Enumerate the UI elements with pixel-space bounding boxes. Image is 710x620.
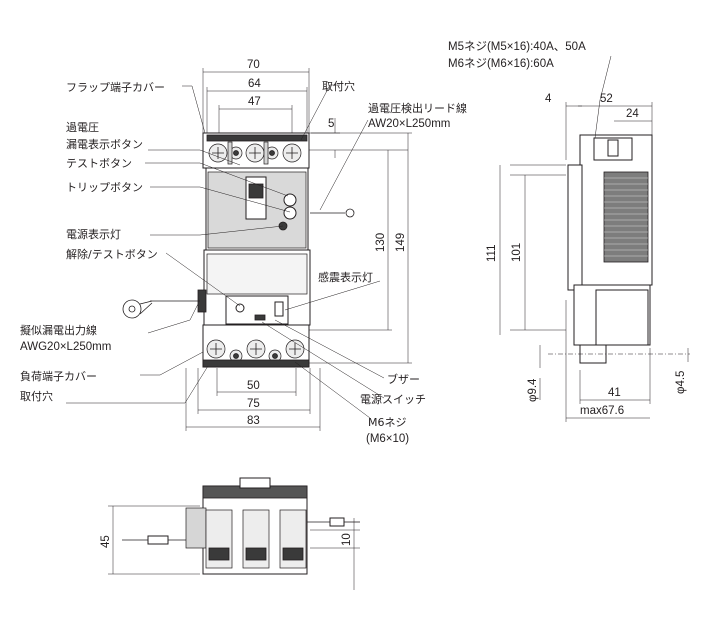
dim-47: 47 xyxy=(248,96,261,108)
m5-screw-label: M5ネジ(M5×16):40A、50A xyxy=(448,40,586,53)
dim-130: 130 xyxy=(375,233,387,252)
pseudo-leak-ring xyxy=(122,299,142,319)
dim-75: 75 xyxy=(247,398,260,410)
release-test-button-label: 解除/テストボタン xyxy=(66,247,158,261)
power-switch-label: 電源スイッチ xyxy=(360,392,426,406)
pseudo-leak-output-label: 擬似漏電出力線 xyxy=(20,323,97,337)
front-dimension-lines xyxy=(185,68,412,431)
pseudo-leak-spec-label: AWG20×L250mm xyxy=(20,341,111,353)
dim-45: 45 xyxy=(100,535,112,548)
seismic-lamp xyxy=(274,301,284,317)
power-lamp-label: 電源表示灯 xyxy=(66,227,121,241)
mount-hole-bottom-label: 取付穴 xyxy=(20,389,53,403)
buzzer-label: ブザー xyxy=(387,372,420,386)
ov-lead-spec-label: AW20×L250mm xyxy=(368,118,450,130)
dim-phi-4-5: φ4.5 xyxy=(675,371,687,394)
dim-83: 83 xyxy=(247,415,260,427)
dim-70: 70 xyxy=(247,59,260,71)
dim-111: 111 xyxy=(486,245,498,262)
side-fins xyxy=(603,171,649,263)
test-button-label: テストボタン xyxy=(66,157,132,170)
m6-screw-side-label: M6ネジ(M6×16):60A xyxy=(448,57,554,70)
side-dimension-lines xyxy=(499,55,689,422)
side-view: M5ネジ(M5×16):40A、50A M6ネジ(M6×16):60A 4 52… xyxy=(448,40,690,422)
m6-screw-spec-label: (M6×10) xyxy=(366,433,409,445)
flap-cover-label: フラップ端子カバー xyxy=(66,81,165,94)
dim-64: 64 xyxy=(248,78,261,90)
m6-screw-label: M6ネジ xyxy=(368,416,407,429)
trip-button-circle xyxy=(283,206,297,220)
dim-phi-9-4: φ9.4 xyxy=(527,378,539,402)
front-leader-lines xyxy=(66,84,385,419)
release-test-button xyxy=(235,303,245,313)
dim-41: 41 xyxy=(608,387,621,399)
trip-button-label: トリップボタン xyxy=(66,181,143,194)
bottom-dimension-lines xyxy=(108,505,360,590)
load-cover-label: 負荷端子カバー xyxy=(20,370,97,383)
bottom-right-terminal xyxy=(329,517,345,527)
mount-hole-top-label: 取付穴 xyxy=(322,79,355,93)
dim-50: 50 xyxy=(247,380,260,392)
ov-lead-wire-label: 過電圧検出リード線 xyxy=(368,101,467,115)
overvoltage-label: 過電圧 xyxy=(66,121,99,134)
dim-10: 10 xyxy=(341,533,353,546)
leak-indicator-button-label: 漏電表示ボタン xyxy=(66,137,143,151)
side-lower-block xyxy=(595,289,649,346)
dim-52: 52 xyxy=(600,93,613,105)
front-view: フラップ端子カバー 過電圧 漏電表示ボタン テストボタン トリップボタン 電源表… xyxy=(20,59,467,445)
bottom-left-lug xyxy=(185,507,207,549)
bottom-left-terminal xyxy=(147,535,169,545)
bottom-notch xyxy=(239,477,271,489)
side-screw-head xyxy=(607,139,619,157)
bottom-cover-edge xyxy=(202,359,310,368)
bottom-terminal-screws xyxy=(206,339,305,363)
bottom-view: 45 10 xyxy=(100,477,360,590)
top-terminal-screws xyxy=(208,141,302,165)
ov-lead-ring xyxy=(345,208,355,218)
bottom-terminals xyxy=(205,509,307,569)
top-terminal-cover xyxy=(206,134,308,142)
seismic-lamp-label: 感震表示灯 xyxy=(318,270,373,284)
buzzer-slot xyxy=(254,314,266,321)
dim-101: 101 xyxy=(511,243,523,262)
dim-149: 149 xyxy=(395,233,407,252)
dim-24: 24 xyxy=(626,108,639,120)
test-button-circle xyxy=(283,193,297,207)
side-front-face xyxy=(567,164,583,291)
dim-4: 4 xyxy=(545,93,552,105)
lower-panel xyxy=(206,253,308,295)
dim-max67-6: max67.6 xyxy=(580,405,624,417)
dim-5: 5 xyxy=(328,118,334,130)
